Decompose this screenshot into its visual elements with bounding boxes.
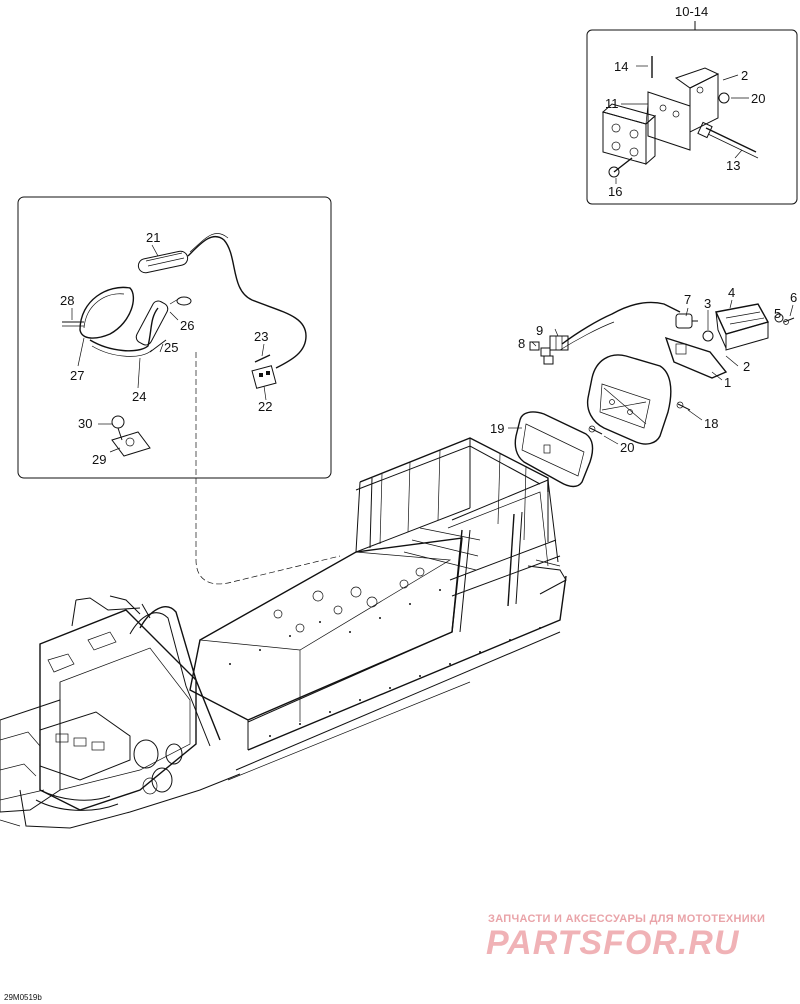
callout-2: 2 xyxy=(743,359,750,374)
callout-10-14: 10-14 xyxy=(675,4,708,19)
callout-20: 20 xyxy=(620,440,634,455)
screw-5 xyxy=(774,313,784,323)
callout-28: 28 xyxy=(60,293,74,308)
terminal-23 xyxy=(254,354,271,363)
callout-19: 19 xyxy=(490,421,504,436)
callout-27: 27 xyxy=(70,368,84,383)
watermark: ЗАПЧАСТИ И АКСЕССУАРЫ ДЛЯ МОТОТЕХНИКИ PA… xyxy=(486,913,765,962)
connector-9 xyxy=(549,335,569,351)
mount-bracket-part xyxy=(601,67,720,166)
callout-29: 29 xyxy=(92,452,106,467)
callout-13: 13 xyxy=(726,158,740,173)
frame-rivets xyxy=(229,589,541,737)
callout-18: 18 xyxy=(704,416,718,431)
callout-4: 4 xyxy=(728,285,735,300)
washer-3 xyxy=(702,330,714,342)
watermark-tagline: ЗАПЧАСТИ И АКСЕССУАРЫ ДЛЯ МОТОТЕХНИКИ xyxy=(488,913,765,925)
watermark-logo: PARTSFOR.RU xyxy=(486,924,740,962)
connector-22 xyxy=(251,365,277,389)
screw-20 xyxy=(588,425,603,435)
screw-6 xyxy=(783,317,795,325)
callout-30: 30 xyxy=(78,416,92,431)
callout-11: 11 xyxy=(605,96,619,111)
callout-25: 25 xyxy=(164,340,178,355)
detail-box-grip-mirror: 21 28 26 25 27 24 23 22 30 29 xyxy=(17,196,332,479)
nut-20 xyxy=(718,92,730,104)
callout-7: 7 xyxy=(684,292,691,307)
diagram-reference-code: 29M0519b xyxy=(4,993,42,1002)
callout-6: 6 xyxy=(790,290,797,305)
screw-18 xyxy=(676,401,691,411)
tail-light-housing xyxy=(586,354,672,445)
callout-14: 14 xyxy=(614,59,628,74)
reflector-lens-19 xyxy=(514,411,594,488)
bolt-13 xyxy=(697,121,759,159)
bulb-socket-7 xyxy=(675,313,698,329)
detail-box-mount-bracket: 10-14 xyxy=(586,4,798,205)
grip-wire xyxy=(187,235,307,369)
tail-light-assembly: 9 8 7 3 4 5 6 2 1 18 20 19 xyxy=(490,285,797,488)
connector-8 xyxy=(529,341,554,365)
callout-3: 3 xyxy=(704,296,711,311)
vehicle-chassis xyxy=(0,437,567,829)
callout-5: 5 xyxy=(774,306,781,321)
wire-route-dashed xyxy=(195,352,341,585)
heated-grip-21 xyxy=(137,250,189,274)
callout-26: 26 xyxy=(180,318,194,333)
screw-30 xyxy=(111,415,125,441)
callout-21: 21 xyxy=(146,230,160,245)
mirror-27 xyxy=(62,286,135,339)
callout-24: 24 xyxy=(132,389,146,404)
clamp-29 xyxy=(111,431,151,457)
callout-8: 8 xyxy=(518,336,525,351)
callout-9: 9 xyxy=(536,323,543,338)
callout-20-box: 20 xyxy=(751,91,765,106)
tube-24 xyxy=(89,307,159,357)
tail-light-wire xyxy=(561,301,681,345)
light-bracket-1 xyxy=(664,336,728,379)
sleeve-26 xyxy=(135,296,192,346)
clamp-25 xyxy=(149,339,167,353)
lens-4 xyxy=(714,303,770,351)
screw-16 xyxy=(608,157,633,178)
callout-23: 23 xyxy=(254,329,268,344)
callout-22: 22 xyxy=(258,399,272,414)
callout-16: 16 xyxy=(608,184,622,199)
callout-2-box: 2 xyxy=(741,68,748,83)
callout-1: 1 xyxy=(724,375,731,390)
